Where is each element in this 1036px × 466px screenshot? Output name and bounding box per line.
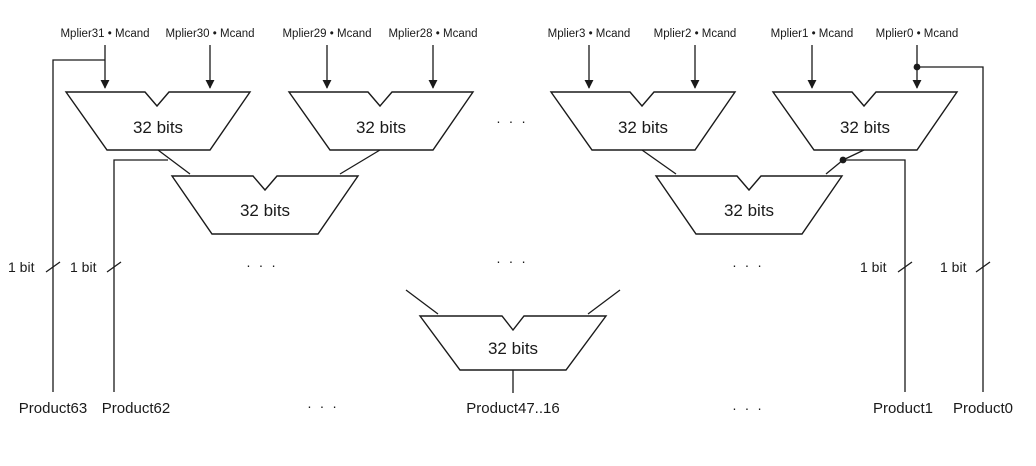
- wire-a3-to-b2: [641, 149, 677, 175]
- output-label-product62: Product62: [102, 400, 170, 417]
- adder-level2-left: 32 bits: [170, 175, 360, 235]
- output-label-product1: Product1: [873, 400, 933, 417]
- wire-final-input-right: [587, 289, 621, 315]
- adder-level1-right-a: 32 bits: [549, 91, 737, 151]
- ellipsis-mid-center: · · ·: [496, 253, 528, 269]
- input-label-mplier31: Mplier31 • Mcand: [60, 28, 149, 40]
- input-label-mplier2: Mplier2 • Mcand: [654, 28, 737, 40]
- adder-label: 32 bits: [840, 118, 890, 137]
- output-label-product63: Product63: [19, 400, 87, 417]
- output-label-product0: Product0: [953, 400, 1013, 417]
- input-label-mplier30: Mplier30 • Mcand: [165, 28, 254, 40]
- bit-tick-product0: [975, 261, 991, 273]
- wire-a4-to-b2: [825, 159, 844, 175]
- wire-a4-stub: [842, 149, 865, 161]
- wire-final-input-left: [405, 289, 439, 315]
- bit-label-product63: 1 bit: [8, 259, 35, 275]
- adder-level2-right: 32 bits: [654, 175, 844, 235]
- input-label-mplier3: Mplier3 • Mcand: [548, 28, 631, 40]
- input-label-mplier1: Mplier1 • Mcand: [771, 28, 854, 40]
- bit-tick-product62: [106, 261, 122, 273]
- ellipsis-bottom-left: · · ·: [307, 398, 339, 414]
- ellipsis-mid-left: · · ·: [246, 257, 278, 273]
- adder-label: 32 bits: [240, 201, 290, 220]
- adder-level1-left-a: 32 bits: [64, 91, 252, 151]
- adder-level1-right-b: 32 bits: [771, 91, 959, 151]
- wire-a1-to-b1: [157, 149, 191, 175]
- adder-label: 32 bits: [133, 118, 183, 137]
- output-label-product47-16: Product47..16: [466, 400, 559, 417]
- wire-product0: [917, 66, 984, 392]
- bit-tick-product1: [897, 261, 913, 273]
- wire-a2-to-b1: [339, 149, 381, 175]
- input-label-mplier0: Mplier0 • Mcand: [876, 28, 959, 40]
- ellipsis-top: · · ·: [496, 113, 528, 129]
- wire-product63: [52, 59, 105, 392]
- ellipsis-mid-right: · · ·: [732, 257, 764, 273]
- bit-label-product0: 1 bit: [940, 259, 967, 275]
- adder-label: 32 bits: [356, 118, 406, 137]
- wire-product1: [843, 159, 906, 392]
- bit-label-product62: 1 bit: [70, 259, 97, 275]
- adder-label: 32 bits: [488, 339, 538, 358]
- adder-label: 32 bits: [724, 201, 774, 220]
- adder-final: 32 bits: [418, 315, 608, 371]
- adder-label: 32 bits: [618, 118, 668, 137]
- input-label-mplier29: Mplier29 • Mcand: [282, 28, 371, 40]
- bit-tick-product63: [45, 261, 61, 273]
- input-label-mplier28: Mplier28 • Mcand: [388, 28, 477, 40]
- adder-level1-left-b: 32 bits: [287, 91, 475, 151]
- wire-product62: [113, 159, 168, 392]
- ellipsis-bottom-right: · · ·: [732, 400, 764, 416]
- bit-label-product1: 1 bit: [860, 259, 887, 275]
